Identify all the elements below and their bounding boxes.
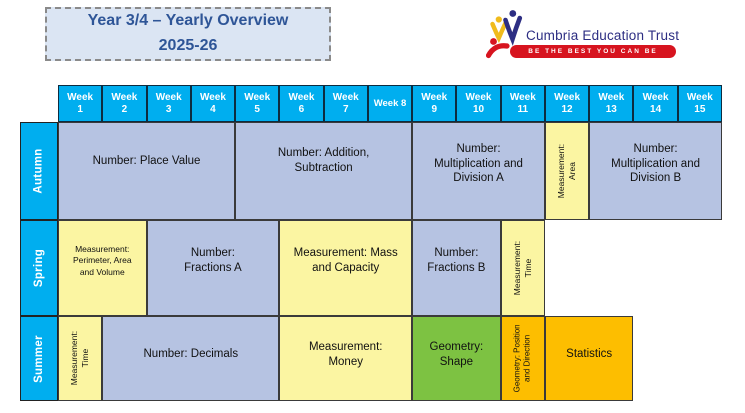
cell-statistics: Statistics [544,316,634,401]
cell-number-multiplication-division-b: Number: Multiplication and Division B [589,122,722,220]
cell-measurement-time-summer: Measurement: Time [58,316,103,401]
logo-org-name: Cumbria Education Trust [526,28,680,43]
logo-tagline: BE THE BEST YOU CAN BE [528,48,658,55]
logo-tagline-banner: BE THE BEST YOU CAN BE [510,45,676,58]
cell-measurement-money: Measurement: Money [279,316,413,401]
cell-measurement-perimeter-area-volume: Measurement: Perimeter, Area and Volume [58,220,147,316]
cell-number-decimals: Number: Decimals [102,316,280,401]
row-label-autumn: Autumn [20,122,58,220]
slide-title-line2: 2025-26 [158,37,218,54]
cell-number-fractions-a: Number: Fractions A [146,220,280,316]
cell-measurement-time-spring: Measurement: Time [500,220,545,316]
cumbria-education-trust-logo: Cumbria Education Trust BE THE BEST YOU … [486,6,721,62]
cell-geometry-shape: Geometry: Shape [412,316,501,401]
cell-measurement-mass-capacity: Measurement: Mass and Capacity [279,220,413,316]
cet-people-logo-icon [486,10,523,59]
slide-title-line1: Year 3/4 – Yearly Overview [87,12,289,30]
cell-geometry-position-direction: Geometry: Position and Direction [500,316,545,401]
cell-number-multiplication-division-a: Number: Multiplication and Division A [412,122,545,220]
cell-measurement-area: Measurement: Area [544,122,590,220]
row-label-summer: Summer [20,316,58,401]
cell-number-addition-subtraction: Number: Addition, Subtraction [235,122,413,220]
week-header-8: Week 8 [367,85,413,122]
cell-number-place-value: Number: Place Value [58,122,236,220]
row-label-spring: Spring [20,220,58,316]
cell-number-fractions-b: Number: Fractions B [412,220,501,316]
slide-title-box: Year 3/4 – Yearly Overview 2025-26 [45,7,331,61]
